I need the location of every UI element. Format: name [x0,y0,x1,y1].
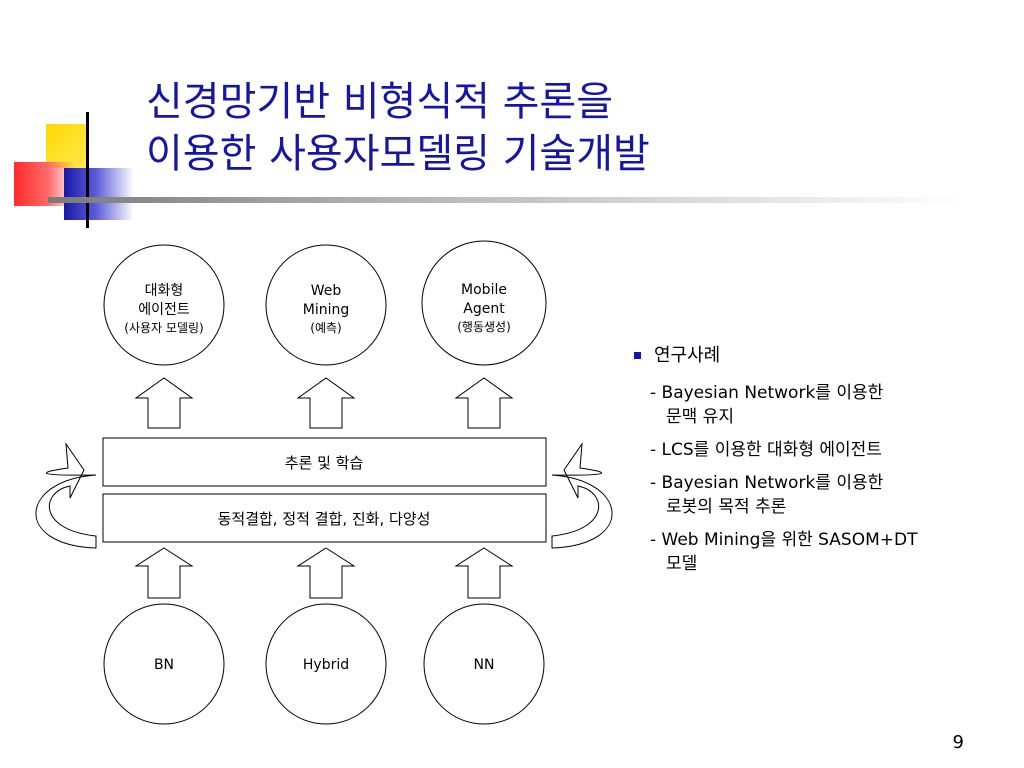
up-arrow-icon [134,377,194,429]
node-label: BN [154,657,174,673]
bottom-node-hybrid: Hybrid [265,603,387,725]
up-arrow-icon [454,547,514,599]
up-arrow-icon [134,547,194,599]
top-node-dialogue-agent: 대화형 에이전트 (사용자 모델링) [103,244,225,366]
slide-title-line1: 신경망기반 비형식적 추론을 [146,79,614,125]
node-sublabel: (행동생성) [457,319,511,334]
list-item-line2: 문맥 유지 [666,407,734,427]
slide-title: 신경망기반 비형식적 추론을 이용한 사용자모델링 기술개발 [146,76,650,180]
top-node-mobile-agent: Mobile Agent (행동생성) [421,240,547,366]
list-item-line1: - Web Mining을 위한 SASOM+DT [650,530,918,550]
cycle-arrow-left-icon [35,442,97,549]
list-item-line1: - Bayesian Network를 이용한 [650,473,884,493]
box-combination-methods-label: 동적결합, 정적 결합, 진화, 다양성 [218,510,431,528]
node-label: Agent [463,301,505,317]
bottom-node-nn: NN [423,603,545,725]
list-item: - Bayesian Network를 이용한 문맥 유지 [650,381,1014,429]
box-combination-methods [102,493,547,543]
node-label: 대화형 [145,283,184,299]
research-cases-heading: 연구사례 [634,343,1014,369]
title-underline-rule [48,197,968,203]
up-arrow-icon [296,547,356,599]
node-label: NN [474,657,495,673]
decorative-vertical-line [86,112,89,228]
bottom-node-bn: BN [103,603,225,725]
list-item-line1: - Bayesian Network를 이용한 [650,383,884,403]
page-number: 9 [952,732,964,753]
node-label: Hybrid [303,657,349,673]
up-arrow-icon [454,377,514,429]
node-label: Mining [303,302,350,318]
up-arrow-icon [296,377,356,429]
slide-title-line2: 이용한 사용자모델링 기술개발 [146,131,650,177]
box-inference-learning-label: 추론 및 학습 [285,454,364,472]
box-inference-learning [102,437,547,487]
node-label: 에이전트 [138,302,190,318]
list-item: - Web Mining을 위한 SASOM+DT 모델 [650,528,1014,576]
node-label: Mobile [461,282,507,298]
list-item: - LCS를 이용한 대화형 에이전트 [650,438,1014,462]
top-node-web-mining: Web Mining (예측) [265,244,387,366]
cycle-arrow-right-icon [551,442,613,549]
decorative-blue-bar [64,168,134,220]
decorative-yellow-square [46,124,88,168]
list-item-line2: 로봇의 목적 추론 [666,497,787,517]
node-sublabel: (예측) [310,321,341,335]
node-label: Web [311,283,342,299]
node-sublabel: (사용자 모델링) [124,321,203,335]
research-cases-heading-text: 연구사례 [654,345,721,366]
square-bullet-icon [634,352,641,359]
list-item-line1: - LCS를 이용한 대화형 에이전트 [650,440,882,460]
research-cases-panel: 연구사례 - Bayesian Network를 이용한 문맥 유지 - LCS… [634,343,1014,585]
list-item: - Bayesian Network를 이용한 로봇의 목적 추론 [650,471,1014,519]
list-item-line2: 모델 [666,554,698,574]
